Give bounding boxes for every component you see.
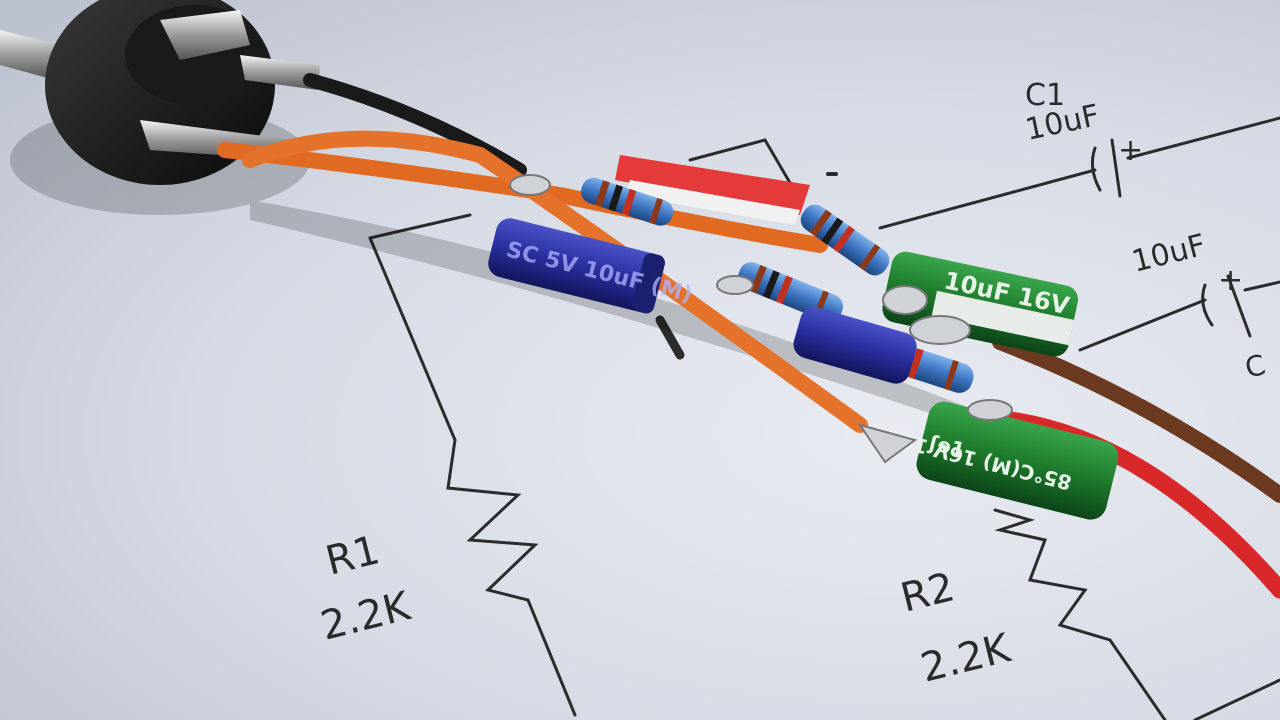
- capacitor-blue-middle: [793, 307, 917, 384]
- printed-dash: [655, 315, 685, 360]
- resistor-3: [737, 262, 843, 323]
- top-wire-mid: [688, 138, 802, 202]
- c1-plate-curved: [1090, 146, 1102, 192]
- c2-plus-label: +: [1218, 263, 1243, 298]
- resistor-2: [800, 204, 890, 276]
- c2-wire-left: [1078, 298, 1207, 352]
- top-wire-left: [368, 213, 472, 240]
- c1-wire-left: [878, 168, 1097, 230]
- c1-wire-right: [1126, 116, 1280, 160]
- lead-end-bottom: [857, 423, 918, 464]
- brown-wire: [992, 334, 1280, 503]
- c2-name-partial-label: C: [1242, 348, 1269, 385]
- solder-joint-5: [967, 399, 1013, 421]
- r2-zigzag: [993, 508, 1167, 720]
- solder-joint-4: [909, 315, 971, 345]
- c1-plate-flat: [1110, 138, 1122, 198]
- solder-joint-2: [716, 275, 754, 295]
- bottom-right-wire: [1193, 678, 1280, 720]
- jack-plug-pin: [0, 30, 60, 80]
- orange-wire-upper: [217, 142, 828, 253]
- c1-name-label: C1: [1025, 78, 1065, 113]
- resistor-1: [580, 177, 674, 226]
- r1-name-label: R1: [321, 527, 384, 585]
- r1-value-label: 2.2K: [316, 583, 416, 650]
- r2-name-label: R2: [896, 564, 959, 622]
- c2-plate-curved: [1201, 283, 1214, 327]
- r1-lead-top: [368, 236, 457, 442]
- jack-right-lug: [240, 55, 320, 90]
- solder-joints: [509, 174, 1013, 464]
- solder-joint-1: [509, 174, 551, 196]
- r1-zigzag: [446, 438, 577, 717]
- c2-wire-right: [1243, 280, 1280, 292]
- jack-top-lug: [160, 10, 250, 60]
- c1-plus-label: +: [1118, 133, 1143, 168]
- orange-wire-lower: [242, 130, 868, 433]
- red-sleeve: [615, 155, 810, 225]
- solder-joint-3: [882, 285, 928, 315]
- schematic-labels: C1 10uF + 10uF + C R1 2.2K R2 2.2K: [316, 78, 1268, 692]
- c2-value-label: 10uF: [1128, 228, 1209, 280]
- c2-plate-flat: [1226, 274, 1252, 338]
- schematic-lines: [368, 116, 1280, 720]
- r2-value-label: 2.2K: [916, 625, 1016, 692]
